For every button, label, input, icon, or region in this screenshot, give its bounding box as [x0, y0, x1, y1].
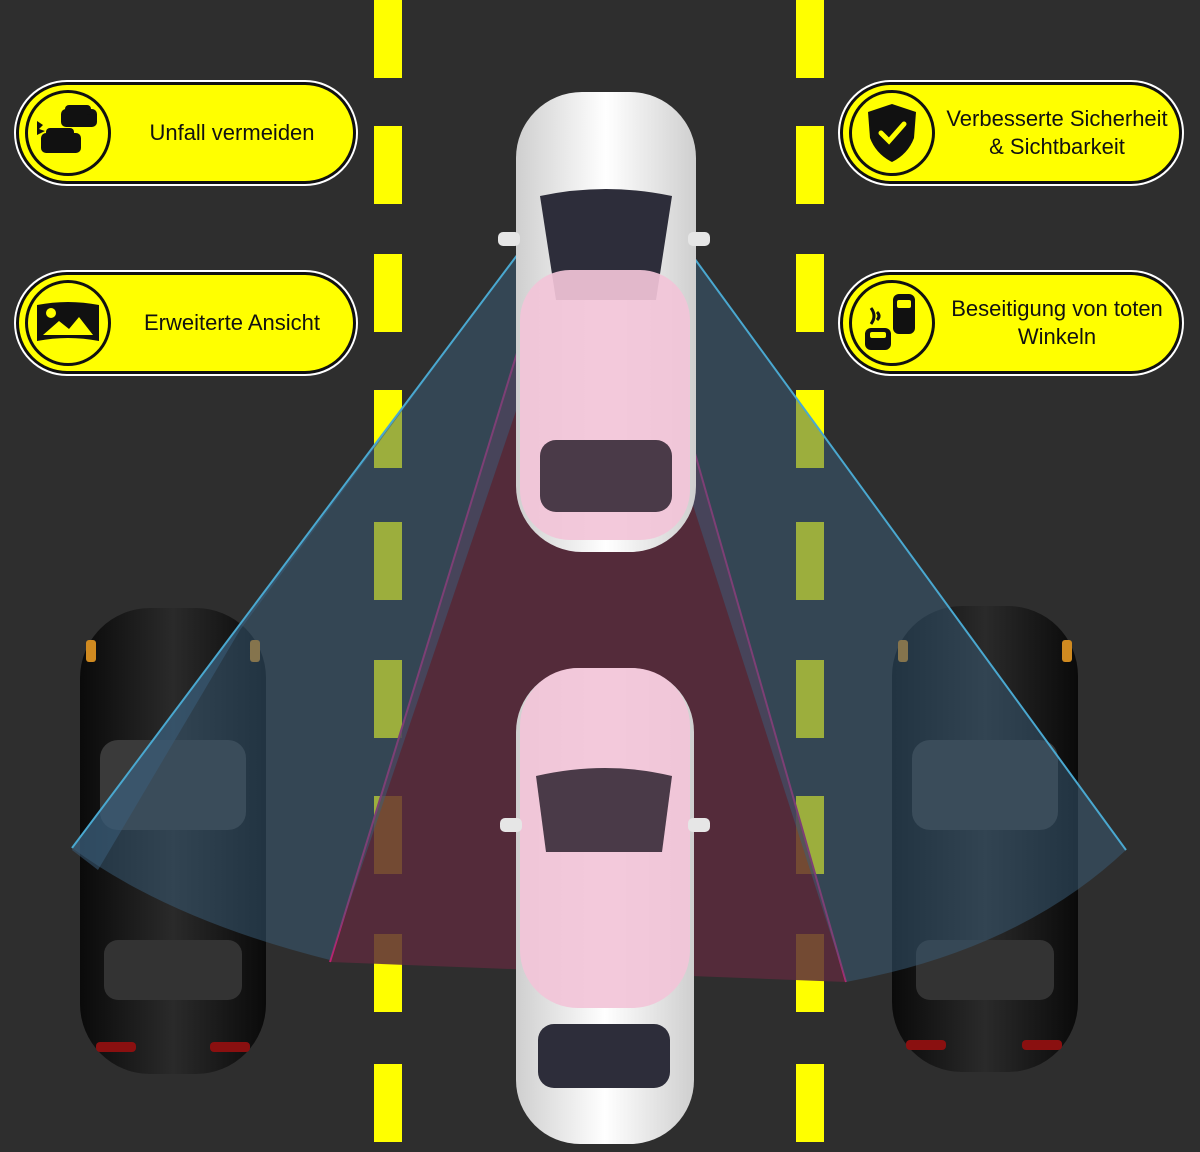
own-car: [498, 92, 710, 552]
feature-label-view: Erweiterte Ansicht: [143, 310, 321, 335]
car-crash-icon: [25, 90, 111, 176]
side-view-cone-left-arc: [72, 214, 548, 960]
feature-badge-safety: Verbesserte Sicherheit & Sichtbarkeit: [840, 82, 1182, 184]
feature-badge-view: Erweiterte Ansicht: [16, 272, 356, 374]
feature-label-accident: Unfall vermeiden: [149, 120, 315, 145]
feature-badge-accident: Unfall vermeiden: [16, 82, 356, 184]
blind-spot-cars-icon: [849, 280, 935, 366]
panorama-image-icon: [25, 280, 111, 366]
shield-check-icon: [849, 90, 935, 176]
side-view-cone-right-arc: [640, 214, 1126, 982]
rear-view-cone: [330, 226, 846, 982]
rear-car: [500, 668, 710, 1144]
feature-label-safety: Verbesserte Sicherheit & Sichtbarkeit: [946, 106, 1168, 159]
feature-badge-blind-spot: Beseitigung von toten Winkeln: [840, 272, 1182, 374]
feature-label-blind-spot: Beseitigung von toten Winkeln: [951, 296, 1163, 349]
